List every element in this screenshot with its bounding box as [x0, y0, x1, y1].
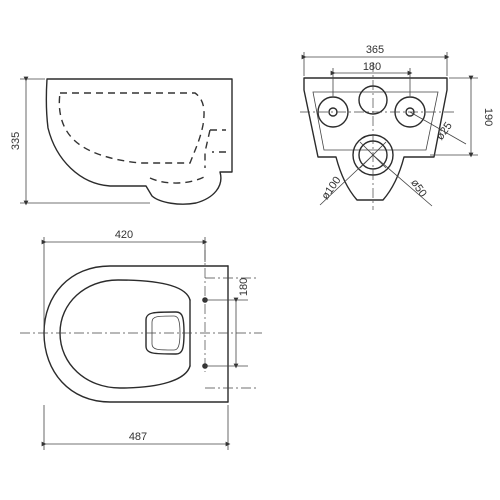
rear-outlet-height-label: 190 — [482, 108, 494, 126]
top-view-inner-bowl — [59, 279, 191, 389]
top-view: 420 180 487 — [20, 229, 262, 450]
rear-view: 365 180 190 ø25 ø100 ø50 — [300, 44, 494, 210]
rear-fixing-spacing-label: 180 — [363, 61, 381, 73]
rear-view-inner-outline — [312, 91, 439, 151]
top-length-to-fixing-label: 420 — [115, 229, 133, 241]
rear-view-body-outline — [303, 77, 448, 201]
rear-outlet-dia-label: ø100 — [319, 175, 343, 202]
top-view-outer-outline — [43, 265, 229, 403]
side-view-bowl-outline — [45, 78, 233, 205]
side-view-inner-bowl-dashed — [58, 92, 205, 164]
side-view-trap-dashed — [204, 129, 226, 168]
rear-inlet-dia-label: ø50 — [408, 177, 429, 199]
side-view-lower-curve-dashed — [149, 175, 207, 184]
side-height-label: 335 — [10, 132, 22, 150]
side-view: 335 — [10, 76, 233, 206]
top-view-rear-plate — [189, 265, 229, 403]
rear-width-label: 365 — [366, 44, 384, 56]
top-total-length-label: 487 — [129, 431, 147, 443]
top-fixing-spacing-label: 180 — [238, 278, 250, 296]
